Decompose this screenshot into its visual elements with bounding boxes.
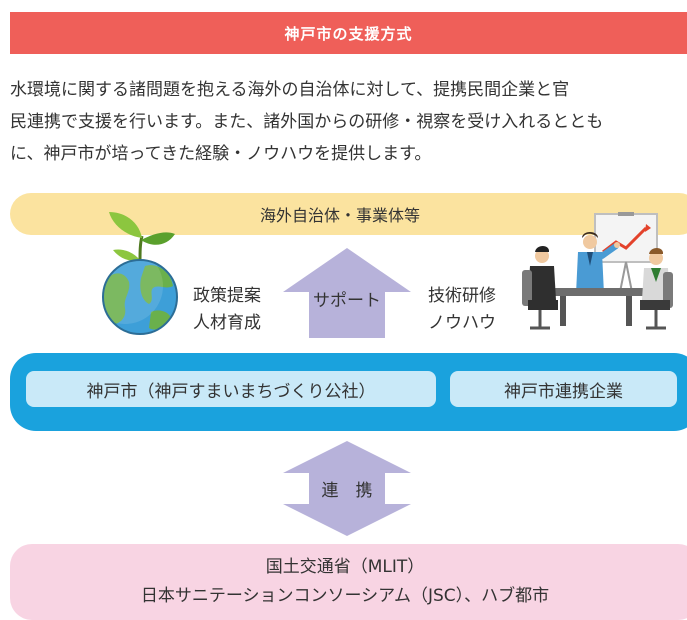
support-up-arrow [283,248,411,338]
knowhow-text: ノウハウ [428,313,496,333]
overseas-municipalities-label: 海外自治体・事業体等 [259,206,420,225]
partner-companies-box: 神戸市連携企業 [450,371,677,407]
section-title: 神戸市の支援方式 [284,24,413,43]
policy-hr-text: 政策提案 人材育成 [193,283,261,337]
mlit-label: 国土交通省（MLIT） [265,557,425,577]
section-header: 神戸市の支援方式 [10,12,687,54]
kobe-city-label: 神戸市（神戸すまいまちづくり公社） [86,381,376,402]
intro-line: に、神戸市が培ってきた経験・ノウハウを提供します。 [10,144,432,164]
jsc-hub-label: 日本サニテーションコンソーシアム（JSC）、ハブ都市 [140,586,550,606]
intro-line: 水環境に関する諸問題を抱える海外の自治体に対して、提携民間企業と官 [10,80,570,100]
business-meeting-presentation-icon [522,212,673,330]
training-text: 技術研修 [428,286,496,306]
hr-text: 人材育成 [193,313,261,333]
cooperation-label: 連 携 [321,481,373,501]
mlit-jsc-box: 国土交通省（MLIT） 日本サニテーションコンソーシアム（JSC）、ハブ都市 [10,544,687,620]
cooperation-double-arrow [283,441,411,536]
policy-text: 政策提案 [193,286,261,306]
kobe-city-box: 神戸市（神戸すまいまちづくり公社） [26,371,436,407]
training-knowhow-text: 技術研修 ノウハウ [428,283,496,337]
support-arrow-label: サポート [313,291,381,311]
partner-companies-label: 神戸市連携企業 [504,381,623,402]
globe-with-sprout-icon [102,212,178,335]
intro-line: 民連携で支援を行います。また、諸外国からの研修・視察を受け入れるととも [10,112,604,132]
intro-paragraph: 水環境に関する諸問題を抱える海外の自治体に対して、提携民間企業と官 民連携で支援… [10,74,687,170]
